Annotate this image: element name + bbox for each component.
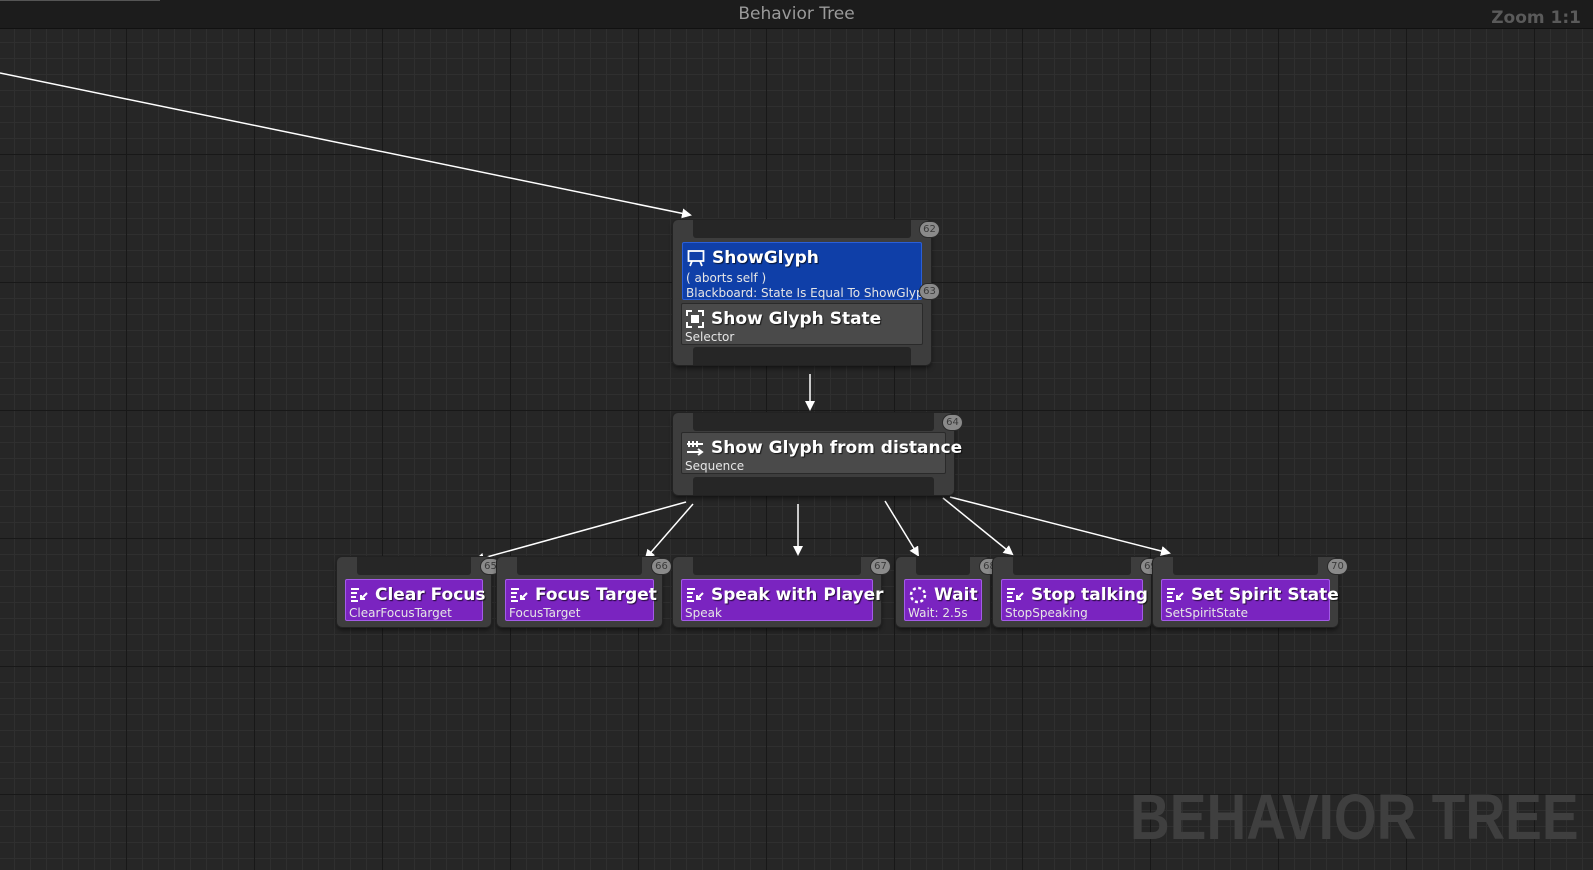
wire-sequence-to-focus-target[interactable]: [644, 503, 694, 560]
task-type: StopSpeaking: [1005, 606, 1088, 620]
output-pin[interactable]: [693, 477, 934, 495]
task-icon: [511, 588, 528, 602]
wire-sequence-to-stop-talking[interactable]: [942, 497, 1014, 556]
task-title: Wait: [934, 585, 978, 605]
execution-index-badge: 70: [1328, 559, 1347, 574]
wire-sequence-to-wait[interactable]: [884, 500, 920, 557]
task-type: ClearFocusTarget: [349, 606, 452, 620]
task-title: Set Spirit State: [1191, 585, 1339, 605]
task-set-spirit-state[interactable]: Set Spirit State SetSpiritState: [1161, 579, 1339, 621]
task-title: Focus Target: [535, 585, 657, 605]
composite-title: Show Glyph from distance: [711, 438, 963, 458]
task-icon: [687, 588, 704, 602]
tab-indicator: [0, 0, 160, 1]
composite-type: Selector: [685, 330, 735, 344]
task-node-set-spirit-state[interactable]: 70 Set Spirit State SetSpiritState: [1153, 557, 1347, 627]
task-type: FocusTarget: [509, 606, 581, 620]
task-focus-target[interactable]: Focus Target FocusTarget: [505, 579, 657, 621]
task-node-wait[interactable]: 68 Wait Wait: 2.5s: [896, 557, 999, 627]
task-wait[interactable]: Wait Wait: 2.5s: [904, 579, 982, 621]
decorator-index-badge: 63: [920, 284, 939, 299]
input-pin[interactable]: [693, 220, 911, 238]
node-show-glyph-state[interactable]: 62 ShowGlyph ( aborts self ) Blackboard:…: [673, 220, 939, 365]
output-pin[interactable]: [693, 347, 911, 365]
zoom-level-label: Zoom 1:1: [1491, 8, 1581, 28]
wire-parent-to-show-glyph-state[interactable]: [0, 72, 692, 219]
task-icon: [1007, 588, 1024, 602]
input-pin[interactable]: [1013, 557, 1131, 575]
graph-title: Behavior Tree: [738, 4, 855, 24]
execution-index-badge: 66: [652, 559, 671, 574]
decorator-abort-mode: ( aborts self ): [686, 271, 767, 285]
composite-type: Sequence: [685, 459, 745, 473]
task-title: Clear Focus: [375, 585, 486, 605]
task-type: SetSpiritState: [1165, 606, 1249, 620]
wire-sequence-to-clear-focus[interactable]: [474, 501, 687, 563]
composite-show-glyph-from-distance[interactable]: Show Glyph from distance Sequence: [681, 432, 962, 474]
node-show-glyph-from-distance[interactable]: 64 Show Glyph from distance Sequence: [673, 413, 962, 495]
input-pin[interactable]: [357, 557, 471, 575]
sequence-icon: [687, 441, 704, 456]
graph-title-bar: Behavior Tree: [0, 0, 1593, 29]
composite-show-glyph-state[interactable]: Show Glyph State Selector: [681, 303, 923, 345]
blackboard-icon: [687, 250, 705, 267]
task-speak-with-player[interactable]: Speak with Player Speak: [681, 579, 884, 621]
execution-index-badge: 65: [481, 559, 500, 574]
task-type: Speak: [685, 606, 722, 620]
input-pin[interactable]: [693, 557, 861, 575]
input-pin[interactable]: [1173, 557, 1318, 575]
selector-icon: [686, 310, 704, 328]
task-title: Stop talking: [1031, 585, 1148, 605]
task-node-clear-focus[interactable]: 65 Clear Focus ClearFocusTarget: [337, 557, 500, 627]
decorator-show-glyph[interactable]: ShowGlyph ( aborts self ) Blackboard: St…: [682, 242, 931, 300]
input-pin[interactable]: [517, 557, 642, 575]
execution-index-badge: 67: [871, 559, 890, 574]
task-icon: [351, 588, 368, 602]
input-pin[interactable]: [693, 413, 934, 431]
task-node-speak-with-player[interactable]: 67 Speak with Player Speak: [673, 557, 890, 627]
composite-title: Show Glyph State: [711, 309, 882, 329]
task-icon: [1167, 588, 1184, 602]
decorator-title: ShowGlyph: [712, 248, 819, 268]
wire-sequence-to-set-spirit-state[interactable]: [949, 496, 1171, 556]
task-node-stop-talking[interactable]: 69 Stop talking StopSpeaking: [993, 557, 1160, 627]
task-type: Wait: 2.5s: [908, 606, 968, 620]
execution-index-badge: 64: [943, 415, 962, 430]
task-stop-talking[interactable]: Stop talking StopSpeaking: [1001, 579, 1148, 621]
execution-index-badge: 62: [920, 222, 939, 237]
task-node-focus-target[interactable]: 66 Focus Target FocusTarget: [497, 557, 671, 627]
graph-type-watermark: BEHAVIOR TREE: [1130, 781, 1579, 853]
wait-icon: [909, 586, 927, 604]
input-pin[interactable]: [916, 557, 970, 575]
decorator-condition: Blackboard: State Is Equal To ShowGlyph: [686, 286, 932, 300]
task-title: Speak with Player: [711, 585, 884, 605]
task-clear-focus[interactable]: Clear Focus ClearFocusTarget: [345, 579, 486, 621]
